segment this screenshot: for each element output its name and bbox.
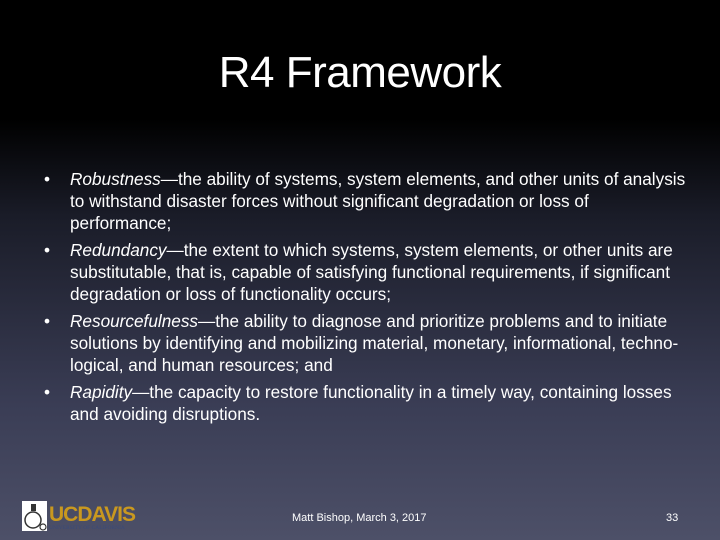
svg-text:UNIVERSITY OF CALIFORNIA: UNIVERSITY OF CALIFORNIA: [49, 525, 125, 531]
list-item: •Rapidity—the capacity to restore functi…: [44, 382, 672, 424]
bullet-list: •Robustness—the ability of systems, syst…: [44, 168, 694, 430]
footer-date: Matt Bishop, March 3, 2017: [292, 512, 427, 524]
list-item: •Robustness—the ability of systems, syst…: [44, 169, 686, 233]
list-item: •Redundancy—the extent to which systems,…: [44, 240, 673, 304]
list-item: •Resourcefulness—the ability to diagnose…: [44, 311, 679, 375]
svg-text:UCDAVIS: UCDAVIS: [49, 503, 136, 526]
slide-title: R4 Framework: [218, 48, 502, 97]
uc-davis-logo: UCDAVIS UNIVERSITY OF CALIFORNIA: [22, 501, 137, 531]
page-number: 33: [666, 512, 679, 524]
